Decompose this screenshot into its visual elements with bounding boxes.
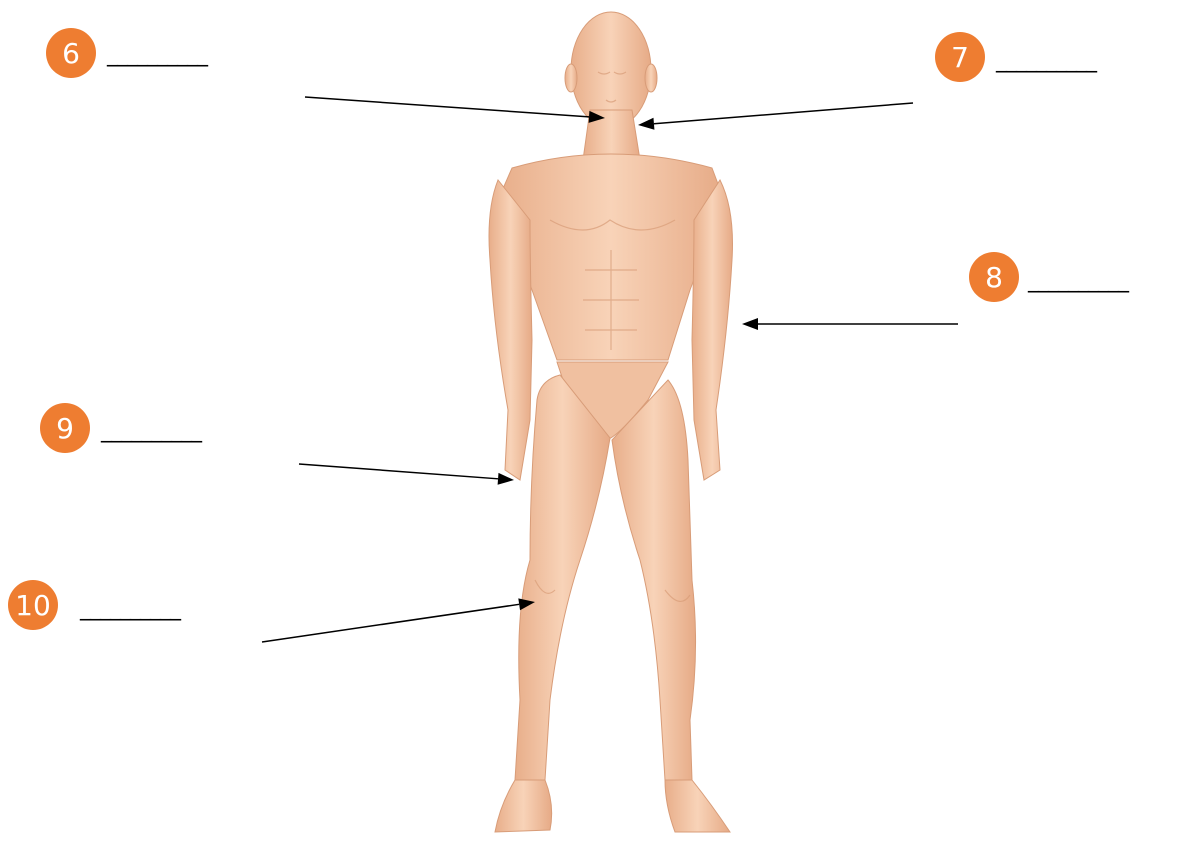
arrow-10 [262, 598, 535, 642]
left-ear [565, 64, 577, 92]
arrow-9 [299, 464, 514, 485]
arrow-7 [638, 103, 913, 130]
right-arm [692, 180, 733, 480]
label-6-blank: __________ [107, 42, 207, 67]
label-8-blank: __________ [1028, 268, 1128, 293]
left-leg [515, 375, 610, 780]
right-foot [665, 780, 730, 832]
label-9-badge: 9 [40, 403, 90, 453]
label-10-blank: __________ [80, 596, 180, 621]
left-foot [495, 780, 552, 832]
arrow-6 [305, 97, 605, 123]
label-8-badge: 8 [969, 252, 1019, 302]
label-7-badge: 7 [935, 32, 985, 82]
figure-body [489, 12, 733, 832]
right-leg [612, 380, 696, 780]
arrow-8 [742, 318, 958, 330]
label-7-blank: __________ [996, 48, 1096, 73]
label-9-blank: __________ [101, 418, 201, 443]
right-ear [645, 64, 657, 92]
label-10-badge: 10 [8, 580, 58, 630]
left-arm [489, 180, 532, 480]
label-6-badge: 6 [46, 28, 96, 78]
